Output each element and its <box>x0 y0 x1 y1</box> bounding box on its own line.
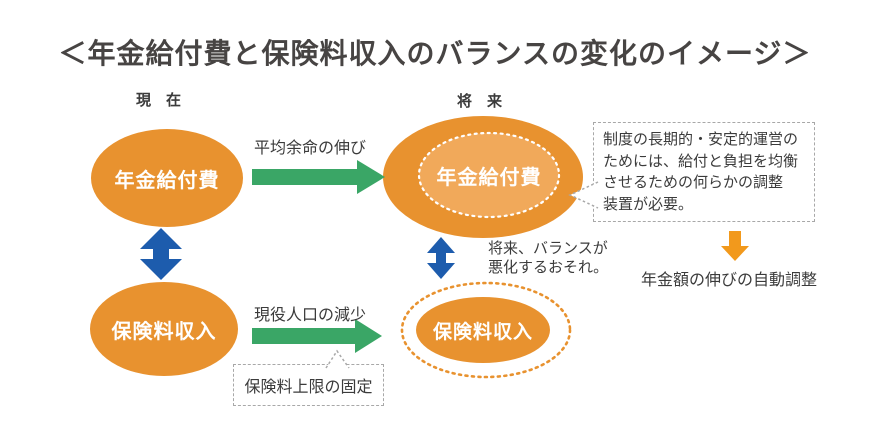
premium-future-label: 保険料収入 <box>432 321 533 343</box>
blue-double-arrow-right <box>427 237 455 279</box>
diagram-title: ＜年金給付費と保険料収入のバランスの変化のイメージ＞ <box>58 38 812 69</box>
premium-now-ellipse <box>90 282 238 376</box>
blue-double-arrow-left <box>140 228 182 280</box>
premium-cap-text: 保険料上限の固定 <box>244 379 373 396</box>
auto-adjust-label: 年金額の伸びの自動調整 <box>640 272 817 289</box>
adjustment-callout-tail <box>568 181 599 209</box>
adjustment-note-box: 制度の長期的・安定的運営の ためには、給付と負担を均衡 させるための何らかの調整… <box>593 122 815 222</box>
pension-now-ellipse <box>91 129 243 227</box>
adjustment-note-text: 制度の長期的・安定的運営の ためには、給付と負担を均衡 させるための何らかの調整… <box>603 131 799 213</box>
green-right-arrow-top <box>252 160 385 194</box>
premium-cap-callout-tail <box>325 349 350 369</box>
premium-cap-box: 保険料上限の固定 <box>233 364 384 406</box>
column-label-present: 現 在 <box>136 92 182 109</box>
column-label-future: 将 来 <box>457 93 503 110</box>
green-right-arrow-bottom <box>252 319 382 353</box>
premium-future-ellipse <box>416 297 550 363</box>
pension-future-inner-ellipse <box>417 131 561 219</box>
balance-warning-note: 将来、バランスが 悪化するおそれ。 <box>488 240 609 276</box>
pension-future-label: 年金給付費 <box>436 166 542 189</box>
premium-now-label: 保険料収入 <box>111 320 217 343</box>
premium-future-dashed-ring <box>400 281 572 379</box>
working-population-arrow-label: 現役人口の減少 <box>253 307 366 324</box>
orange-down-arrow <box>721 231 749 261</box>
pension-now-label: 年金給付費 <box>114 169 220 192</box>
life-expectancy-arrow-label: 平均余命の伸び <box>253 140 366 157</box>
